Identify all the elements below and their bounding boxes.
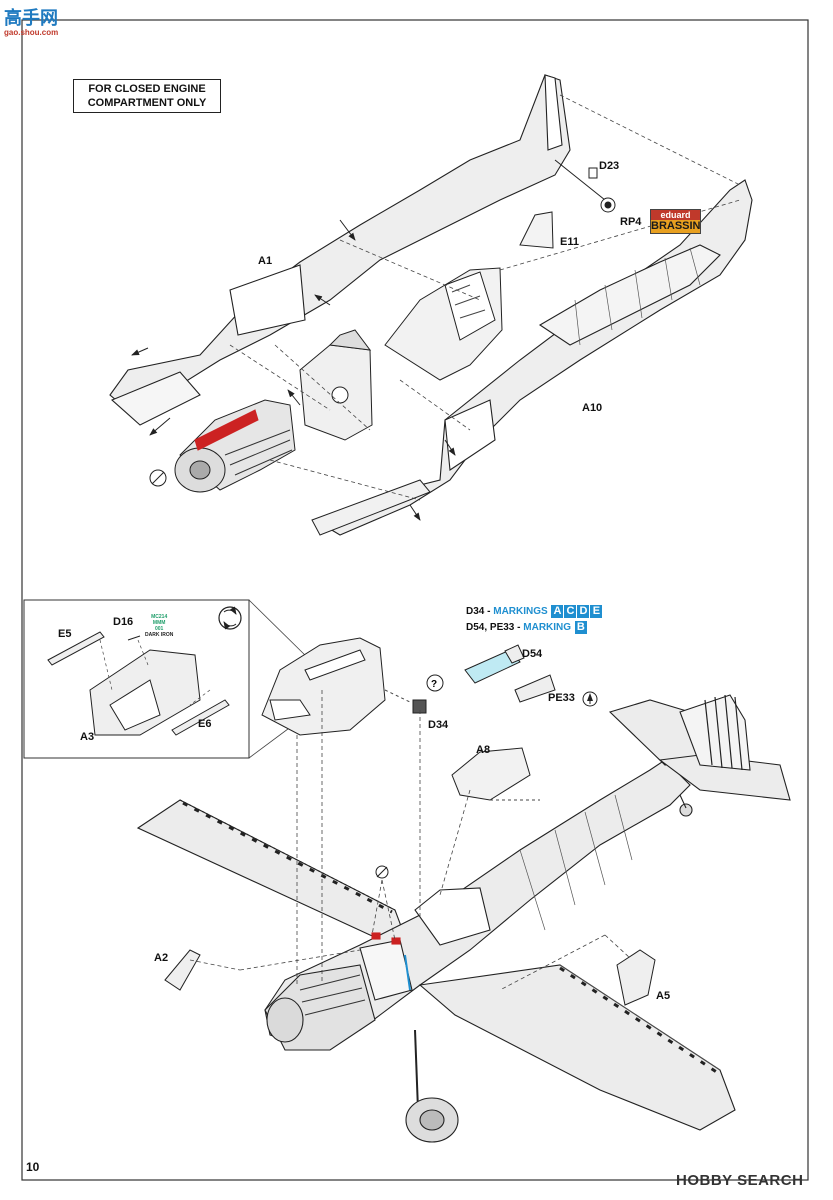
page-number: 10 — [26, 1160, 40, 1174]
callout-a1: A1 — [258, 255, 273, 267]
wing-panel-lines — [182, 801, 719, 1075]
part-pe33 — [514, 674, 556, 703]
note-line-1: FOR CLOSED ENGINE — [88, 83, 206, 95]
callout-rp4: RP4 — [620, 216, 642, 228]
inset-leader — [248, 599, 311, 661]
engine-top — [174, 399, 296, 493]
callout-a5: A5 — [656, 990, 671, 1002]
callout-a10: A10 — [582, 402, 603, 414]
paint-code-1: MC214 — [151, 614, 168, 620]
part-d34 — [412, 699, 427, 714]
paint-reference: MC214 MMM 001 DARK IRON — [145, 614, 173, 638]
markings-row-2: D54, PE33 - MARKING B — [466, 620, 626, 636]
aircraft — [136, 694, 791, 1143]
brassin-line-2: BRASSIN — [651, 220, 701, 232]
tailwheel-parts — [554, 159, 616, 213]
callout-a3: A3 — [80, 731, 95, 743]
inset-parts — [47, 631, 230, 736]
paint-code-2: MMM — [152, 620, 166, 626]
lower-strip — [311, 479, 431, 536]
callout-e6: E6 — [198, 718, 212, 730]
svg-text:?: ? — [431, 679, 437, 690]
marking-box: C — [564, 604, 577, 618]
markings-row-1-label: MARKINGS — [493, 606, 548, 617]
callout-d23: D23 — [599, 160, 620, 172]
glue-arrows-top — [131, 219, 456, 521]
hobby-search-watermark: HOBBY SEARCH — [676, 1172, 804, 1189]
callout-d16: D16 — [113, 616, 134, 628]
callout-a2: A2 — [154, 952, 169, 964]
paint-name: DARK IRON — [145, 632, 174, 638]
marking-box: B — [574, 620, 587, 634]
markings-row-1-parts: D34 - — [466, 606, 491, 617]
fuselage-half-a10 — [313, 179, 753, 536]
callout-pe33: PE33 — [548, 692, 575, 704]
brassin-badge: eduard BRASSIN — [650, 209, 701, 234]
callout-a8: A8 — [476, 744, 491, 756]
part-a8 — [451, 747, 531, 801]
markings-row-2-parts: D54, PE33 - — [466, 622, 521, 633]
closed-engine-note: FOR CLOSED ENGINE COMPARTMENT ONLY — [73, 79, 221, 113]
site-url: gao.shou.com — [4, 28, 59, 37]
marking-box: A — [551, 604, 564, 618]
instrument-console — [299, 329, 373, 441]
markings-row-2-label: MARKING — [523, 622, 572, 633]
note-line-2: COMPARTMENT ONLY — [87, 97, 207, 109]
paint-code-3: 001 — [155, 626, 164, 632]
page-frame — [21, 19, 809, 1181]
callout-d34: D34 — [428, 719, 449, 731]
question-icon — [426, 674, 444, 692]
brassin-line-1: eduard — [651, 210, 700, 220]
part-e11 — [519, 211, 554, 249]
marking-box: E — [590, 604, 603, 618]
fuselage-half-a1 — [109, 74, 571, 426]
placement-lines-top — [229, 94, 741, 501]
pilot-seat — [384, 267, 503, 381]
marking-box: D — [577, 604, 590, 618]
callout-d54: D54 — [522, 648, 543, 660]
callout-e5: E5 — [58, 628, 72, 640]
engine-cowling — [261, 637, 386, 736]
callout-e11: E11 — [560, 236, 579, 248]
site-logo: 高手网 — [4, 8, 58, 28]
part-a2 — [164, 949, 201, 991]
part-a5 — [616, 949, 656, 1006]
placement-lines-bottom — [189, 690, 631, 991]
part-d54 — [464, 644, 525, 684]
